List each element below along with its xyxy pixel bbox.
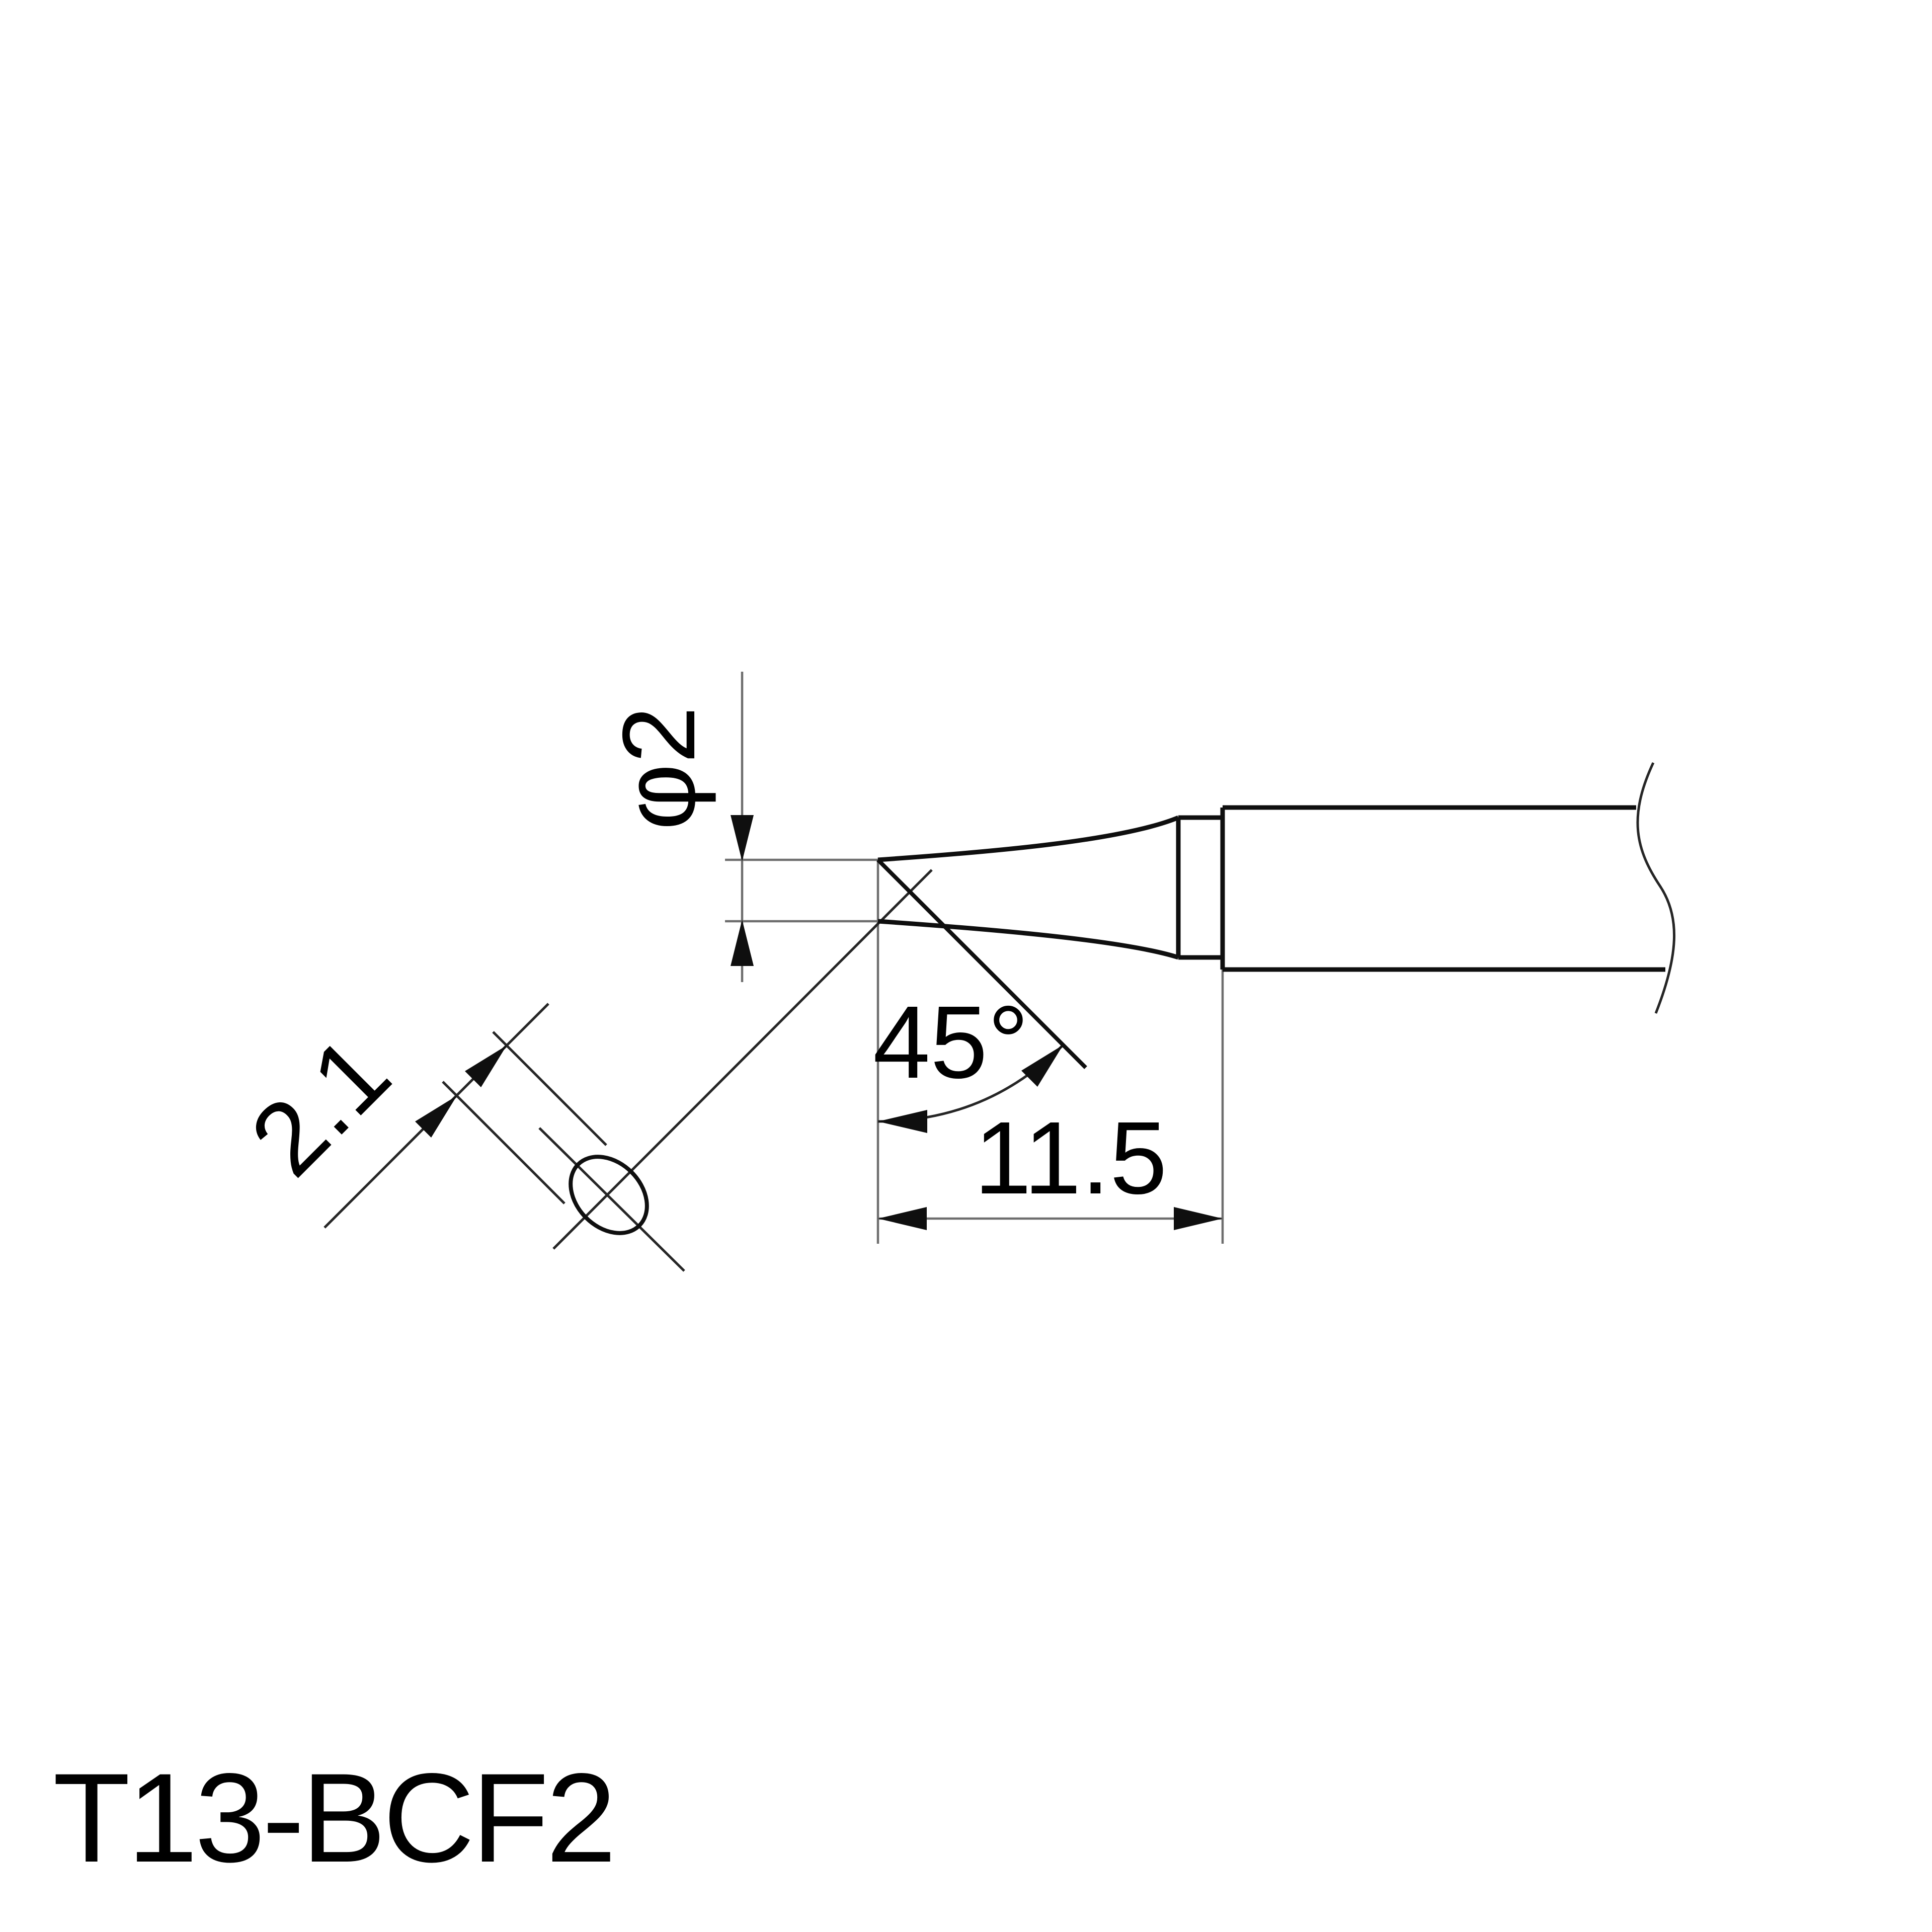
bevel-face-length-label: 2.1 <box>228 1014 411 1197</box>
diameter-arrow-bottom <box>731 920 754 966</box>
bevel-face-centerline <box>538 1127 685 1272</box>
bevel-width-extension-line-upper <box>492 1031 607 1146</box>
length-arrow-left <box>878 1207 927 1230</box>
arrowheads <box>415 815 1223 1230</box>
angle-arc-arrow-right <box>1021 1045 1063 1087</box>
bevel-width-arrow-lower <box>415 1096 457 1138</box>
bevel-face-ellipse <box>569 1155 649 1235</box>
diameter-arrow-top <box>731 815 754 861</box>
tip-diameter-label: φ2 <box>601 706 716 831</box>
tip-outline <box>876 762 1676 1069</box>
length-arrow-right <box>1174 1207 1223 1230</box>
part-number-label: T13-BCF2 <box>53 1747 613 1889</box>
bevel-face-line <box>876 858 1087 1069</box>
break-line <box>1636 762 1676 1014</box>
bevel-width-extension-line-lower <box>442 1081 566 1204</box>
bevel-width-arrow-upper <box>465 1045 507 1087</box>
bevel-angle-label: 45° <box>873 985 1029 1100</box>
tip-bottom-edge <box>877 919 1179 960</box>
bevel-projection-line <box>552 869 933 1250</box>
tip-length-label: 11.5 <box>974 1100 1167 1216</box>
angle-arc-arrow-left <box>878 1110 927 1133</box>
tip-top-edge <box>877 815 1179 862</box>
dimension-texts: φ2 2.1 45° 11.5 <box>228 706 1167 1216</box>
